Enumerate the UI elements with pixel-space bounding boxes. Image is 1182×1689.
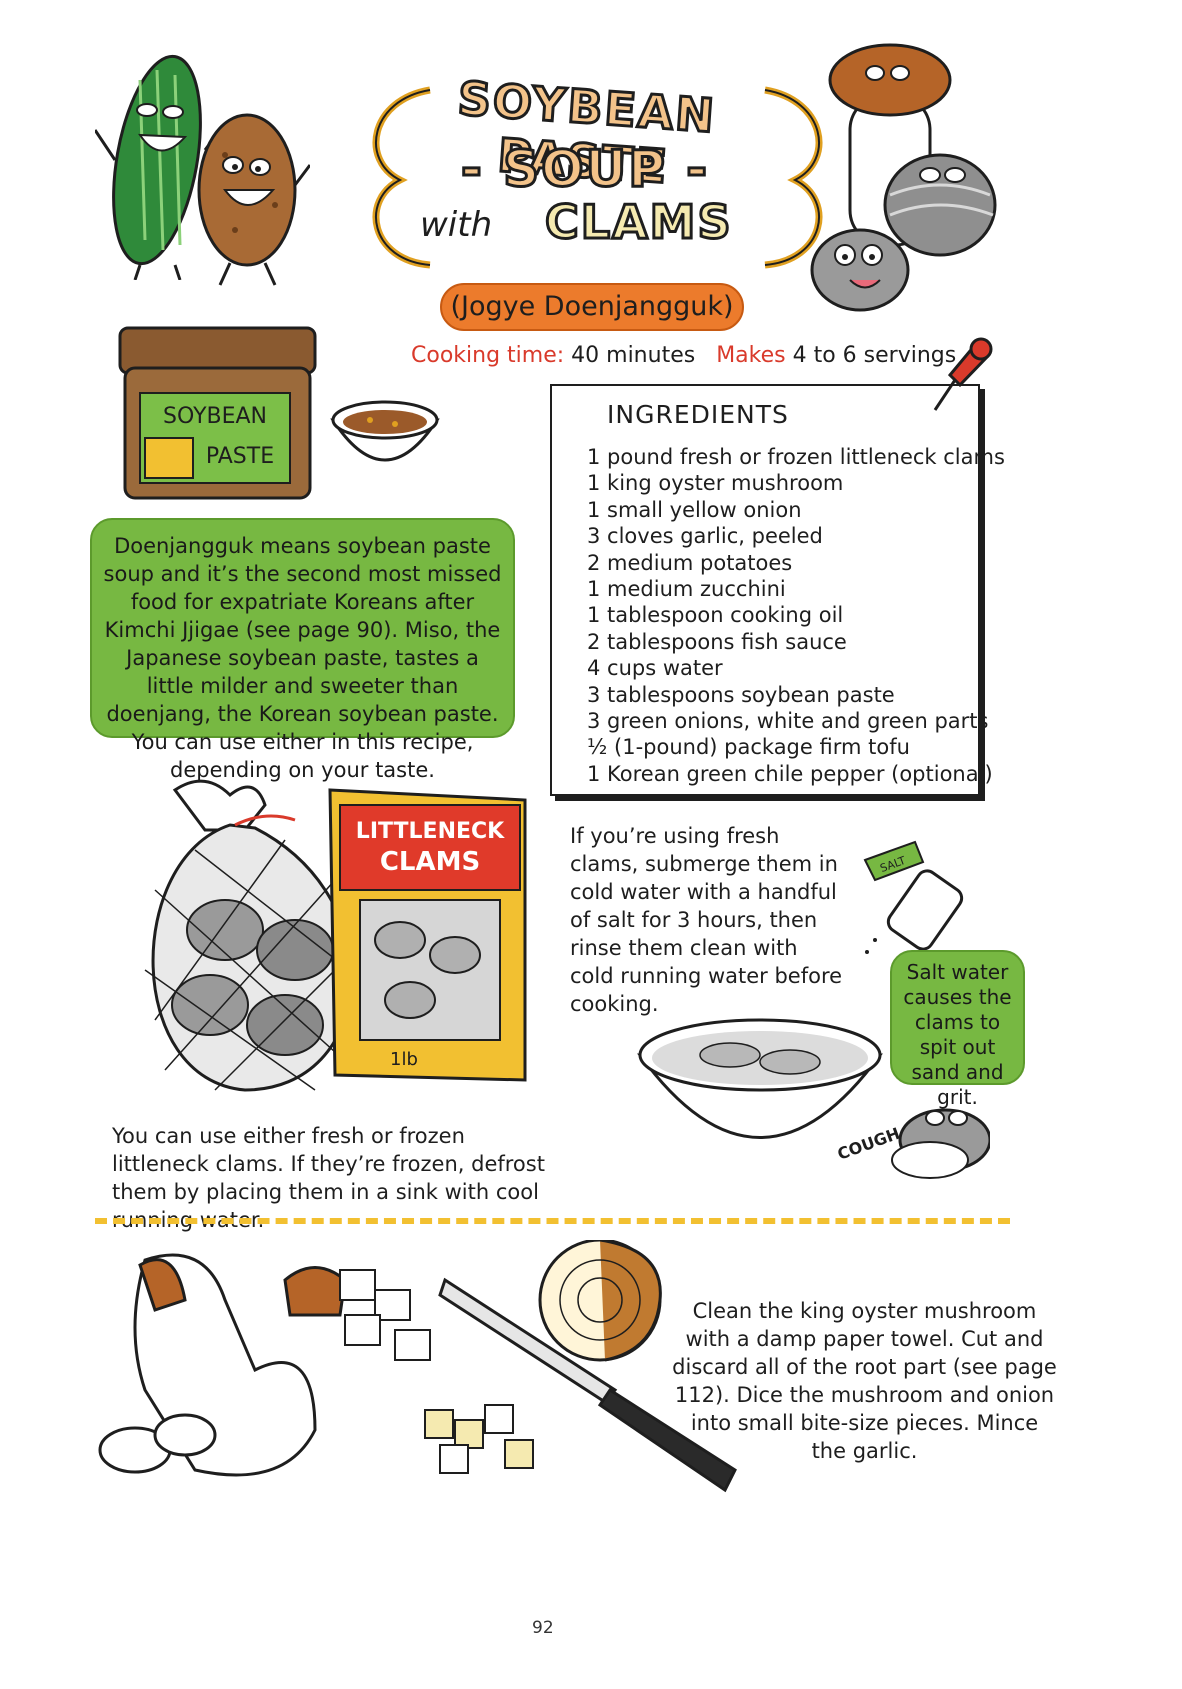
ingredient-item: 1 small yellow onion bbox=[587, 497, 802, 522]
bowl-of-clams-illustration bbox=[637, 1018, 883, 1139]
soybean-paste-jar-illustration: SOYBEAN PASTE bbox=[118, 326, 317, 500]
korean-name-pill: (Jogye Doenjangguk) bbox=[440, 283, 744, 331]
potato-character-illustration bbox=[197, 113, 310, 286]
ingredient-item: 4 cups water bbox=[587, 656, 723, 681]
push-pin-icon bbox=[933, 337, 993, 411]
intro-blurb: Doenjangguk means soybean paste soup and… bbox=[90, 518, 515, 782]
ingredient-item: 2 medium potatoes bbox=[587, 550, 793, 575]
salt-shaker-illustration: SALT bbox=[863, 840, 964, 954]
cooking-time-label: Cooking time: bbox=[411, 343, 565, 368]
title-swirl-right bbox=[764, 86, 823, 269]
ingredients-heading: INGREDIENTS bbox=[607, 400, 789, 429]
bag-weight: 1lb bbox=[390, 1049, 418, 1070]
ingredient-item: 1 Korean green chile pepper (optional) bbox=[587, 761, 993, 786]
soybean-paste-bowl-illustration bbox=[330, 400, 440, 462]
bag-label-line1: LITTLENECK bbox=[356, 819, 505, 844]
ingredient-item: 3 cloves garlic, peeled bbox=[587, 524, 823, 549]
title-clams: CLAMS bbox=[544, 194, 733, 251]
section-divider bbox=[95, 1218, 1010, 1224]
ingredient-item: 2 tablespoons fish sauce bbox=[587, 629, 847, 654]
ingredient-item: 1 king oyster mushroom bbox=[587, 471, 844, 496]
ingredients-card: INGREDIENTS 1 pound fresh or frozen litt… bbox=[550, 384, 1005, 796]
fresh-clams-note: If you’re using fresh clams, submerge th… bbox=[570, 824, 843, 1016]
ingredient-item: 1 medium zucchini bbox=[587, 577, 786, 602]
ingredient-item: 3 tablespoons soybean paste bbox=[587, 682, 895, 707]
clam-net-bag-illustration bbox=[144, 779, 376, 1092]
coughing-clam-illustration: COUGH bbox=[835, 1108, 990, 1179]
page-number: 92 bbox=[532, 1618, 554, 1638]
ingredient-item: 1 tablespoon cooking oil bbox=[587, 603, 844, 628]
ingredients-list: 1 pound fresh or frozen littleneck clams… bbox=[587, 444, 1005, 787]
frozen-clams-note: You can use either fresh or frozen littl… bbox=[112, 1124, 545, 1232]
littleneck-clams-package-illustration: LITTLENECK CLAMS 1lb bbox=[328, 788, 527, 1082]
jar-label-line1: SOYBEAN bbox=[163, 404, 267, 429]
ingredient-item: ½ (1-pound) package firm tofu bbox=[587, 735, 910, 760]
title-with: with bbox=[420, 205, 493, 245]
mushroom-prep-note: Clean the king oyster mushroom with a da… bbox=[672, 1299, 1057, 1463]
mushroom-onion-garlic-prep-illustration bbox=[98, 1240, 737, 1493]
cooking-time-value: 40 minutes bbox=[571, 343, 696, 368]
makes-label: Makes bbox=[716, 343, 786, 368]
mushroom-and-clam-characters-illustration bbox=[810, 43, 997, 312]
jar-label-line2: PASTE bbox=[206, 444, 274, 469]
ingredient-item: 3 green onions, white and green parts bbox=[587, 709, 989, 734]
title-swirl-left bbox=[372, 86, 431, 269]
recipe-meta: Cooking time: 40 minutes Makes 4 to 6 se… bbox=[411, 343, 956, 368]
bag-label-line2: CLAMS bbox=[380, 847, 480, 877]
title-line-2: - SOUP - bbox=[459, 139, 710, 200]
makes-value: 4 to 6 servings bbox=[792, 343, 957, 368]
salt-water-note: Salt water causes the clams to spit out … bbox=[890, 950, 1025, 1109]
ingredient-item: 1 pound fresh or frozen littleneck clams bbox=[587, 445, 1005, 469]
